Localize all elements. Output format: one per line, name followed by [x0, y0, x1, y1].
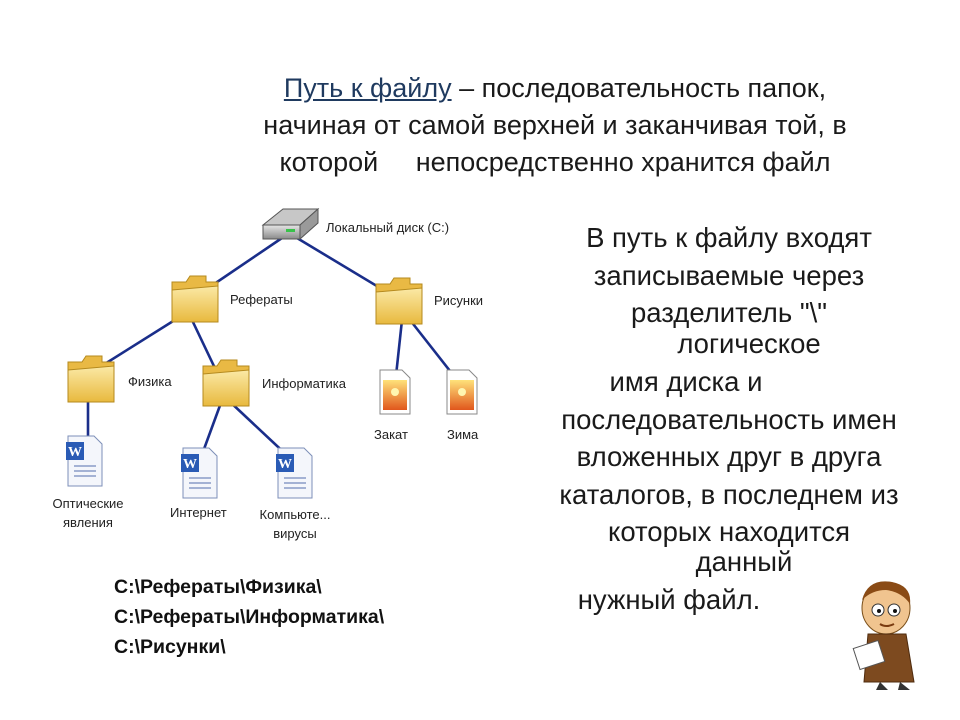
node-label-risunki: Рисунки [434, 293, 484, 308]
path-example-1: C:\Рефераты\Физика\ [114, 576, 322, 598]
explanation-line-11: нужный файл. [577, 584, 761, 615]
explanation-line-7: вложенных друг в друга [576, 441, 882, 472]
definition-line3: которой непосредственно хранится файл [279, 147, 831, 177]
word-document-icon: W [181, 447, 218, 499]
path-examples: C:\Рефераты\Физика\ C:\Рефераты\Информат… [114, 572, 384, 662]
image-file-icon [446, 369, 478, 415]
word-document-icon: W [276, 447, 313, 499]
node-label-zima: Зима [447, 427, 479, 442]
folder-icon [202, 359, 250, 407]
folder-icon [375, 277, 423, 325]
definition-line1-rest: – последовательность папок, [451, 73, 827, 103]
node-label-internet: Интернет [170, 505, 227, 520]
explanation-line-10: данный [695, 546, 793, 577]
node-label-fizika: Физика [128, 374, 172, 389]
path-example-3: C:\Рисунки\ [114, 636, 226, 658]
node-label-disk: Локальный диск (C:) [326, 220, 450, 235]
explanation-line-4: логическое [677, 328, 821, 359]
node-label-optics: Оптические явления [52, 496, 124, 530]
image-file-icon [379, 369, 411, 415]
folder-icon [171, 275, 219, 323]
hard-disk-icon [261, 207, 320, 241]
node-label-zakat: Закат [374, 427, 408, 442]
svg-text:W: W [183, 457, 197, 472]
word-document-icon: W [66, 435, 103, 487]
definition-text: Путь к файлу – последовательность папок,… [150, 70, 960, 181]
explanation-line-8: каталогов, в последнем из [559, 479, 899, 510]
definition-line2: начиная от самой верхней и заканчивая то… [263, 110, 847, 140]
explanation-line-9: которых находится [607, 516, 850, 547]
explanation-line-6: последовательность имен [561, 404, 897, 435]
node-label-informatika: Информатика [262, 376, 346, 391]
explanation-line-1: В путь к файлу входят [586, 222, 872, 253]
folder-icon [67, 355, 115, 403]
definition-term: Путь к файлу [283, 73, 452, 103]
explanation-line-2: записываемые через [593, 260, 865, 291]
student-cartoon-icon [852, 581, 915, 690]
node-label-referaty: Рефераты [230, 292, 293, 307]
svg-text:W: W [68, 445, 82, 460]
path-example-2: C:\Рефераты\Информатика\ [114, 606, 385, 628]
node-label-viruses: Компьюте... вирусы [259, 507, 331, 541]
explanation-line-3: разделитель "\" [631, 297, 827, 328]
explanation-line-5: имя диска и [609, 366, 763, 397]
svg-text:W: W [278, 457, 292, 472]
